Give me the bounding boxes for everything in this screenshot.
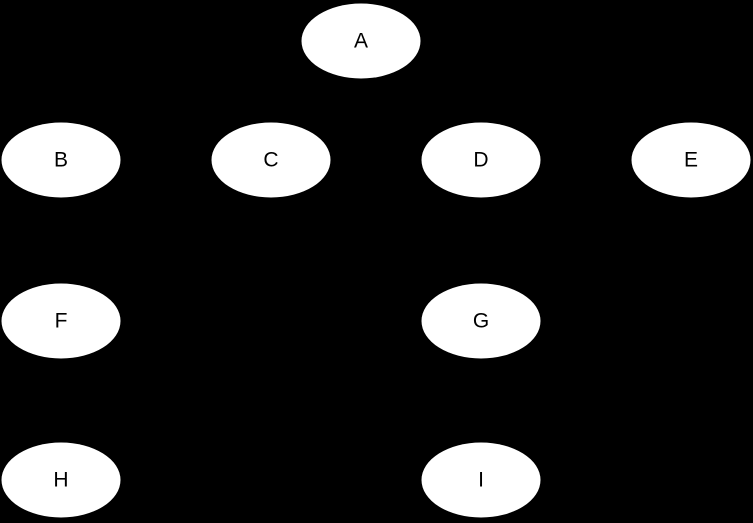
- graph-node-f: F: [1, 283, 121, 359]
- graph-node-h: H: [1, 442, 121, 518]
- graph-node-label: B: [53, 148, 68, 172]
- graph-node-label: D: [473, 148, 489, 172]
- graph-node-label: G: [472, 309, 490, 333]
- graph-node-c: C: [211, 122, 331, 198]
- graph-node-g: G: [421, 283, 541, 359]
- graph-node-i: I: [421, 442, 541, 518]
- graph-node-d: D: [421, 122, 541, 198]
- graph-node-e: E: [631, 122, 751, 198]
- graph-node-label: F: [54, 309, 68, 333]
- graph-node-label: E: [683, 148, 698, 172]
- graph-node-label: H: [53, 468, 69, 492]
- graph-node-b: B: [1, 122, 121, 198]
- graph-node-label: A: [353, 29, 368, 53]
- graph-node-label: I: [478, 468, 484, 492]
- graph-node-label: C: [263, 148, 279, 172]
- graph-node-a: A: [301, 3, 421, 79]
